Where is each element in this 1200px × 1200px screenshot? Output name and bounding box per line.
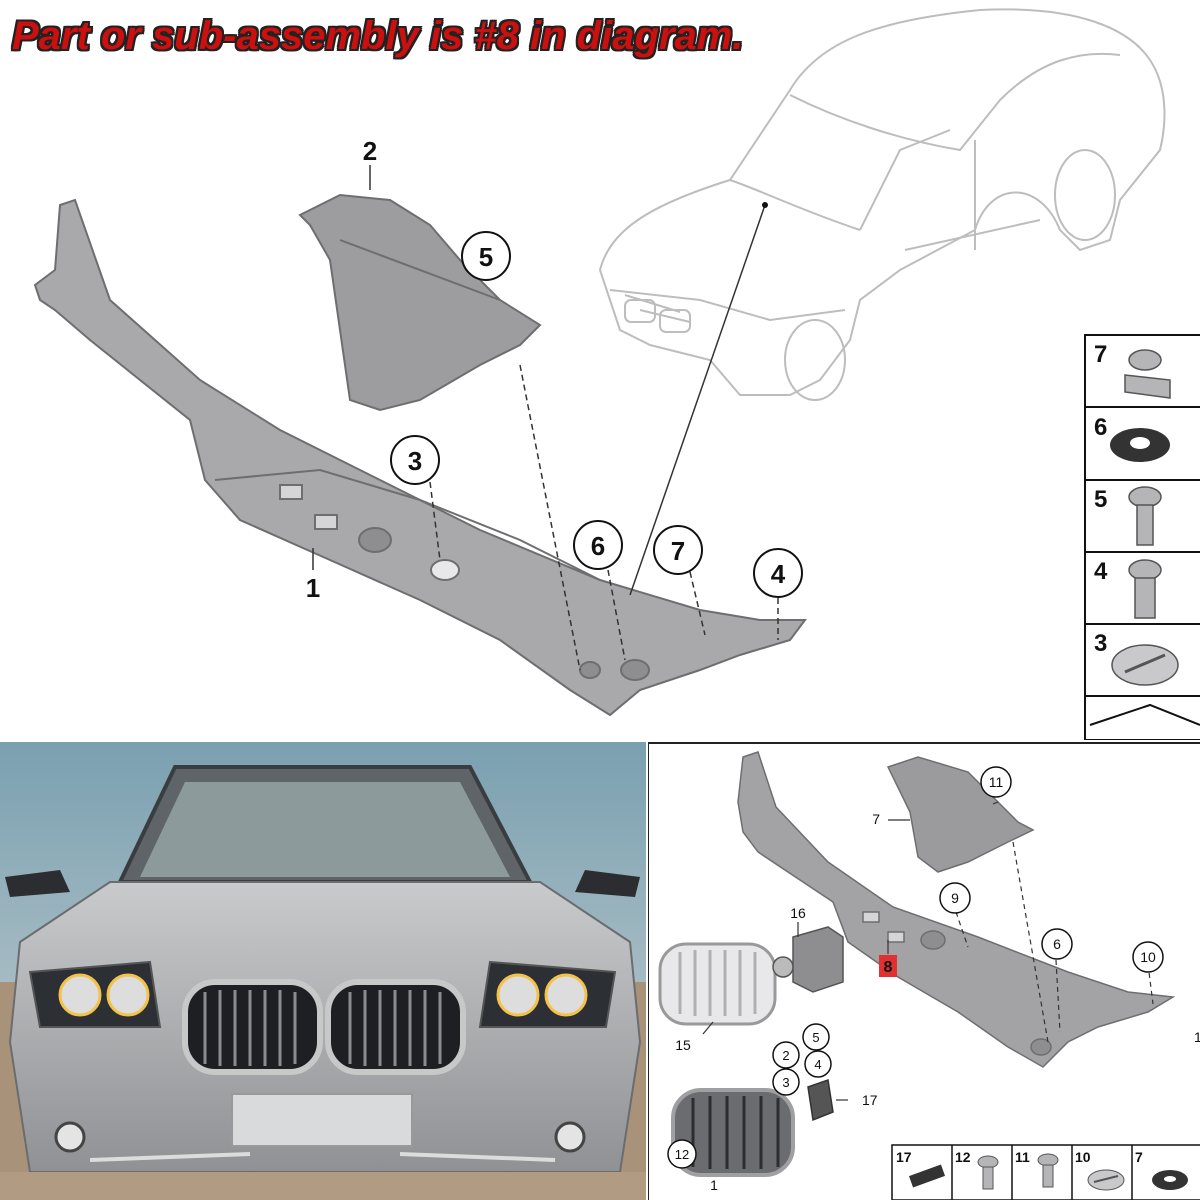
svg-text:10: 10 <box>1075 1149 1091 1165</box>
rivet-icon <box>977 1155 999 1190</box>
callout-5: 5 <box>461 231 511 281</box>
leader-lines <box>312 165 779 671</box>
svg-text:2: 2 <box>363 136 377 166</box>
expanding-rivet-icon <box>1037 1153 1059 1188</box>
callout-12: 10 <box>1132 941 1164 973</box>
callout-11: 11 <box>980 766 1012 798</box>
callout-17: 12 <box>667 1139 697 1169</box>
svg-text:9: 9 <box>951 890 959 906</box>
fasteners-legend-row: 17 12 11 10 7 <box>891 1144 1200 1200</box>
headline: Part or sub-assembly is #8 in diagram. <box>12 14 744 58</box>
callout-15: 15 <box>675 1037 691 1053</box>
svg-text:5: 5 <box>479 242 493 272</box>
svg-text:7: 7 <box>872 811 880 827</box>
expanding-rivet-icon <box>1128 559 1162 619</box>
svg-text:15: 15 <box>675 1037 691 1053</box>
svg-text:3: 3 <box>408 446 422 476</box>
callout-6: 6 <box>573 520 623 570</box>
svg-text:12: 12 <box>675 1147 689 1162</box>
callout-2: 2 <box>363 136 377 166</box>
svg-text:5: 5 <box>812 1030 819 1045</box>
svg-text:3: 3 <box>1094 630 1107 657</box>
blanking-plug-icon <box>1087 1169 1125 1191</box>
callout-16: 16 <box>790 905 806 921</box>
callout-4: 4 <box>804 1050 832 1078</box>
actuator-part <box>772 926 844 993</box>
callout-4: 4 <box>753 548 803 598</box>
bottom-exploded-diagram: 7 11 9 6 10 8 16 15 5 2 4 3 17 12 1 1 <box>648 742 1200 1200</box>
callout-1: 1 <box>710 1177 718 1193</box>
washer-icon <box>1152 1170 1188 1190</box>
callout-10: 9 <box>939 882 971 914</box>
callout-3: 3 <box>772 1068 800 1096</box>
svg-text:17: 17 <box>862 1092 878 1108</box>
washer-icon <box>1110 428 1170 462</box>
cowl-panel-part <box>737 751 1176 1068</box>
callout-6: 17 <box>862 1092 878 1108</box>
kidney-grille-dark-part <box>671 1088 795 1177</box>
svg-text:7: 7 <box>671 536 685 566</box>
highlight-callout-8: 8 <box>879 955 897 977</box>
blanking-plug-icon <box>1111 644 1179 686</box>
callout-1: 1 <box>306 573 320 603</box>
car-front-photo <box>0 742 646 1200</box>
callout-7: 6 <box>1041 928 1073 960</box>
svg-text:6: 6 <box>591 531 605 561</box>
svg-text:4: 4 <box>771 559 786 589</box>
air-deflector-part <box>298 193 542 412</box>
svg-text:1: 1 <box>710 1177 718 1193</box>
callout-5: 5 <box>802 1023 830 1051</box>
clip-icon <box>1124 349 1171 399</box>
svg-text:1: 1 <box>306 573 320 603</box>
callout-9: 7 <box>872 811 880 827</box>
callout-3: 3 <box>390 435 440 485</box>
svg-text:11: 11 <box>989 774 1004 790</box>
svg-text:10: 10 <box>1140 949 1156 965</box>
svg-text:7: 7 <box>1094 341 1107 368</box>
svg-text:1: 1 <box>1194 1029 1200 1045</box>
svg-text:11: 11 <box>1015 1149 1030 1165</box>
svg-text:4: 4 <box>814 1057 821 1072</box>
car-outline-illustration <box>598 8 1166 401</box>
svg-text:6: 6 <box>1094 414 1107 441</box>
callout-7: 7 <box>653 525 703 575</box>
svg-text:4: 4 <box>1094 558 1108 585</box>
top-exploded-diagram: 2 1 5 3 6 7 4 7 6 5 4 3 <box>33 8 1200 740</box>
partial-part-icon <box>1089 703 1200 726</box>
partial-callout: 1 <box>1194 1029 1200 1045</box>
air-deflector-part <box>886 756 1035 873</box>
svg-text:2: 2 <box>782 1048 789 1063</box>
svg-text:8: 8 <box>884 959 893 976</box>
svg-text:5: 5 <box>1094 486 1107 513</box>
fasteners-legend-column: 7 6 5 4 3 <box>1084 334 1200 740</box>
svg-text:6: 6 <box>1053 936 1061 952</box>
svg-text:7: 7 <box>1135 1149 1143 1165</box>
svg-text:3: 3 <box>782 1075 789 1090</box>
foam-strip-icon <box>908 1164 946 1188</box>
bracket-part <box>807 1078 834 1122</box>
cowl-panel-part <box>33 198 807 717</box>
svg-text:12: 12 <box>955 1149 971 1165</box>
callout-2: 2 <box>772 1041 800 1069</box>
svg-text:16: 16 <box>790 905 806 921</box>
kidney-grille-part <box>658 942 777 1026</box>
svg-text:17: 17 <box>896 1149 912 1165</box>
rivet-icon <box>1128 486 1162 546</box>
